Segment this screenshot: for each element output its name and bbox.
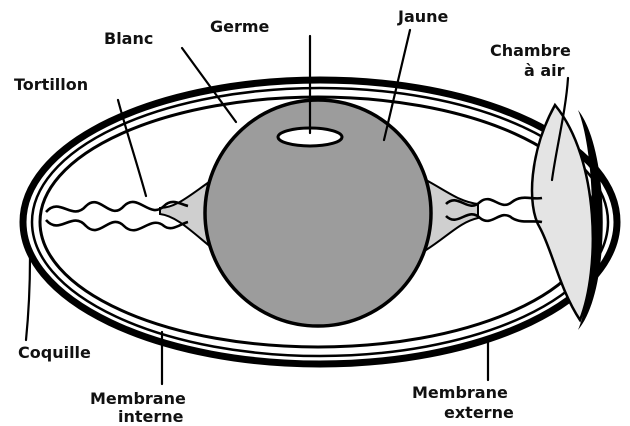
label-germe: Germe — [210, 17, 270, 36]
label-jaune: Jaune — [397, 7, 449, 26]
label-tortillon: Tortillon — [14, 75, 88, 94]
leader-coquille — [26, 258, 30, 340]
label-chambre-line2: à air — [524, 61, 565, 80]
label-chambre-line1: Chambre — [490, 41, 571, 60]
label-membrane-externe-line1: Membrane — [412, 383, 508, 402]
label-blanc: Blanc — [104, 29, 153, 48]
label-membrane-interne-line1: Membrane — [90, 389, 186, 408]
label-membrane-interne-line2: interne — [118, 407, 184, 426]
label-coquille: Coquille — [18, 343, 91, 362]
label-membrane-externe-line2: externe — [444, 403, 514, 422]
